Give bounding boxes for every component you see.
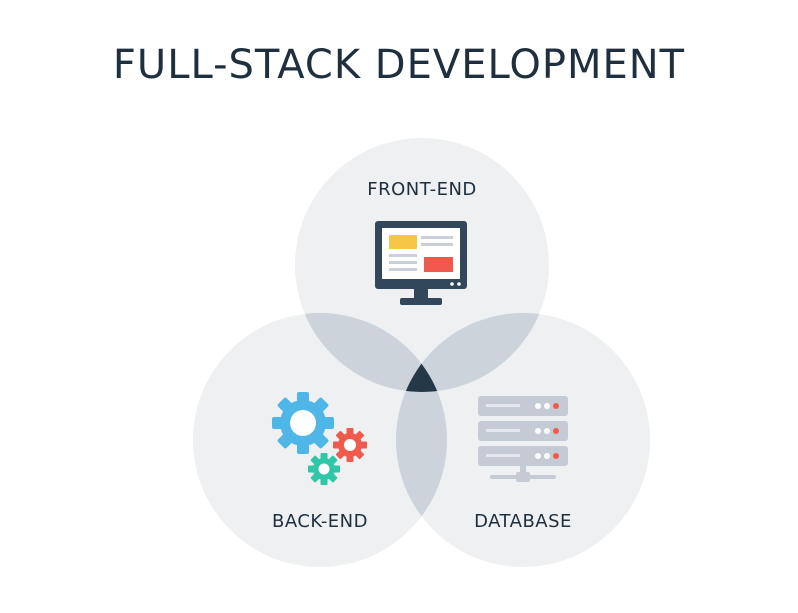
front-end-label: FRONT-END [367,179,477,200]
page-title: FULL-STACK DEVELOPMENT [112,42,686,88]
server-icon [478,396,568,482]
database-label: DATABASE [474,511,572,532]
back-end-label: BACK-END [272,511,368,532]
overlap-front-back [295,313,447,392]
monitor-icon [375,221,467,305]
overlap-front-database [396,313,549,392]
gears-icon [272,392,367,485]
